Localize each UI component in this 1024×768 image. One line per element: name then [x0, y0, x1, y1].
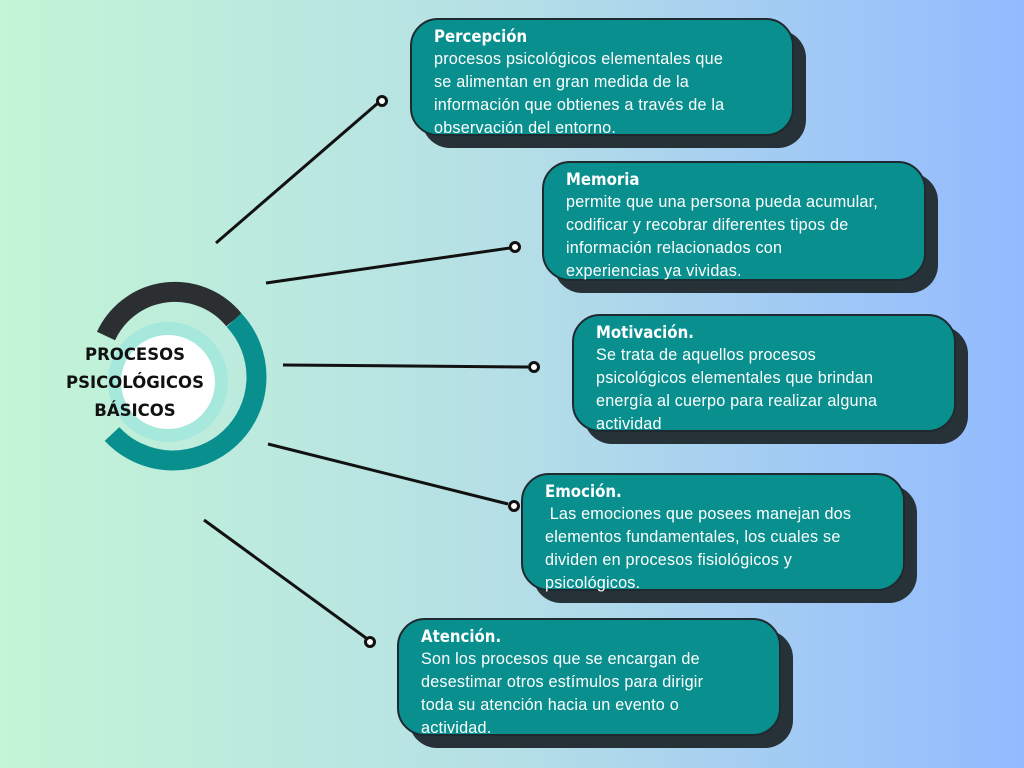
box-text-line: codificar y recobrar diferentes tipos de	[566, 216, 849, 234]
box-text-line: información que obtienes a través de la	[434, 96, 725, 114]
box-text-line: elementos fundamentales, los cuales se	[545, 528, 841, 546]
box-text-line: permite que una persona pueda acumular,	[566, 193, 878, 211]
box-text-line: Se trata de aquellos procesos	[596, 346, 816, 364]
box-memoria: Memoria permite que una persona pueda ac…	[542, 161, 938, 293]
box-text-line: actividad.	[421, 719, 492, 737]
box-text-line: psicológicos elementales que brindan	[596, 369, 874, 387]
box-atencion: Atención. Son los procesos que se encarg…	[397, 618, 793, 748]
box-text-line: energía al cuerpo para realizar alguna	[596, 392, 878, 410]
box-text-line: información relacionados con	[566, 239, 783, 257]
center-label-line-1: PROCESOS	[85, 345, 185, 364]
box-emocion: Emoción. Las emociones que posees maneja…	[521, 473, 917, 603]
box-title: Motivación.	[596, 323, 694, 343]
box-text-line: Son los procesos que se encargan de	[421, 650, 700, 668]
box-body: Memoria permite que una persona pueda ac…	[542, 161, 926, 281]
connector-motivacion	[282, 363, 529, 369]
box-title: Memoria	[566, 170, 640, 190]
box-text-line: dividen en procesos fisiológicos y	[545, 551, 793, 569]
box-text-line: desestimar otros estímulos para dirigir	[421, 673, 704, 691]
box-body: Motivación. Se trata de aquellos proceso…	[572, 314, 956, 433]
box-body: Percepción procesos psicológicos element…	[410, 18, 794, 137]
box-text-line: psicológicos.	[545, 574, 641, 592]
box-text-line: observación del entorno.	[434, 119, 617, 137]
box-title: Emoción.	[545, 482, 622, 502]
connector-dot-atencion	[364, 636, 376, 648]
connector-memoria	[265, 246, 511, 285]
box-text-line: actividad	[596, 415, 662, 433]
box-text-line: se alimentan en gran medida de la	[434, 73, 689, 91]
box-body: Emoción. Las emociones que posees maneja…	[521, 473, 905, 592]
box-text-line: procesos psicológicos elementales que	[434, 50, 724, 68]
center-label-line-2: PSICOLÓGICOS	[66, 373, 204, 392]
box-title: Percepción	[434, 27, 528, 47]
connector-dot-motivacion	[528, 361, 540, 373]
connector-dot-memoria	[509, 241, 521, 253]
ring-teal-arc	[104, 313, 267, 471]
box-text-line: experiencias ya vividas.	[566, 262, 742, 280]
box-text-line: Las emociones que posees manejan dos	[545, 505, 852, 523]
center-label: PROCESOS PSICOLÓGICOS BÁSICOS	[40, 341, 230, 425]
connector-dot-emocion	[508, 500, 520, 512]
center-white-disc	[121, 335, 215, 429]
box-body: Atención. Son los procesos que se encarg…	[397, 618, 781, 737]
connector-atencion	[203, 518, 367, 640]
box-percepcion: Percepción procesos psicológicos element…	[410, 18, 806, 148]
box-motivacion: Motivación. Se trata de aquellos proceso…	[572, 314, 968, 444]
ring-dark-arc	[96, 281, 242, 341]
box-title: Atención.	[421, 627, 502, 647]
center-label-line-3: BÁSICOS	[94, 401, 176, 420]
connector-emocion	[267, 442, 509, 506]
connector-percepcion	[215, 101, 379, 245]
box-text-line: toda su atención hacia un evento o	[421, 696, 679, 714]
connector-dot-percepcion	[376, 95, 388, 107]
